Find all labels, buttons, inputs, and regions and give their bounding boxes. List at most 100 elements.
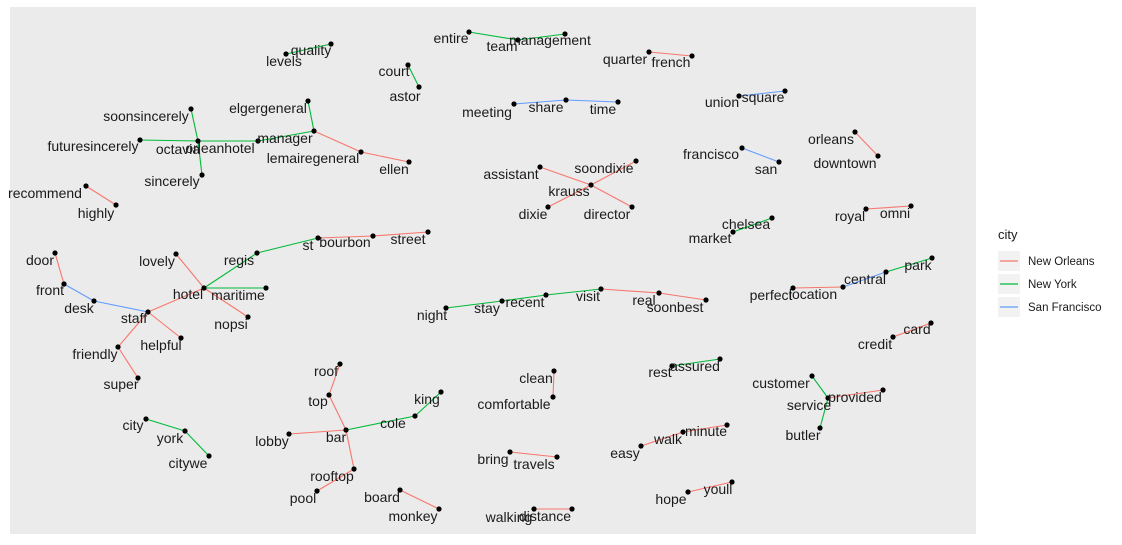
node-point-highly xyxy=(113,202,119,208)
edge-recent-visit xyxy=(545,288,602,296)
node-point-ellen xyxy=(406,159,412,165)
node-label-downtown: downtown xyxy=(813,155,876,171)
node-point-rooftop xyxy=(351,466,357,472)
edge-futuresincerely-octavia xyxy=(139,139,199,142)
node-label-rooftop: rooftop xyxy=(310,468,354,484)
node-label-omni: omni xyxy=(880,205,910,221)
node-label-top: top xyxy=(308,393,328,409)
node-point-maritime xyxy=(263,285,269,291)
node-label-board: board xyxy=(364,489,400,505)
node-point-rest xyxy=(669,363,675,369)
edge-visit-real xyxy=(600,288,660,294)
edge-clean-comfortable xyxy=(552,370,555,398)
legend-label: San Francisco xyxy=(1028,302,1102,314)
node-label-futuresincerely: futuresincerely xyxy=(47,138,138,154)
node-label-distance: distance xyxy=(519,508,571,524)
edge-perfect-location xyxy=(792,286,844,289)
edge-assistant-krauss xyxy=(539,166,592,186)
node-point-union xyxy=(736,93,742,99)
node-point-bar xyxy=(343,427,349,433)
node-point-soonbest xyxy=(703,297,709,303)
edge-elgergeneral-manager xyxy=(307,100,315,132)
node-point-astor xyxy=(416,84,422,90)
node-point-board xyxy=(397,487,403,493)
node-label-quarter: quarter xyxy=(603,51,648,67)
edge-quarter-french xyxy=(648,51,693,57)
node-label-st: st xyxy=(303,237,314,253)
edge-regis-st xyxy=(256,237,319,254)
node-label-sincerely: sincerely xyxy=(144,173,199,189)
node-label-team: team xyxy=(486,38,517,54)
node-label-levels: levels xyxy=(266,53,302,69)
node-label-staff: staff xyxy=(121,310,147,326)
node-label-regis: regis xyxy=(224,252,254,268)
node-label-pool: pool xyxy=(290,490,316,506)
node-point-front xyxy=(61,281,67,287)
legend-label: New Orleans xyxy=(1028,256,1095,268)
node-point-management xyxy=(562,31,568,37)
node-label-super: super xyxy=(103,376,138,392)
edge-hope-youll xyxy=(687,481,733,493)
node-label-citywe: citywe xyxy=(169,455,208,471)
node-label-entire: entire xyxy=(433,30,468,46)
edge-easy-walk xyxy=(640,431,684,447)
edge-manager-lemairegeneral xyxy=(313,130,362,153)
node-point-soonsincerely xyxy=(188,106,194,112)
node-label-manager: manager xyxy=(257,130,313,146)
node-point-visit xyxy=(598,286,604,292)
node-point-desk xyxy=(91,298,97,304)
edge-central-park xyxy=(885,257,933,273)
node-point-service xyxy=(825,395,831,401)
edge-front-desk xyxy=(63,283,95,302)
node-label-card: card xyxy=(903,321,930,337)
edge-orleanhotel-manager xyxy=(257,130,315,142)
edge-city-york xyxy=(145,418,186,432)
node-point-credit xyxy=(890,334,896,340)
node-label-credit: credit xyxy=(858,336,892,352)
node-point-orleanhotel xyxy=(255,138,261,144)
edge-st-bourbon xyxy=(317,235,374,239)
node-point-court xyxy=(405,62,411,68)
node-point-roof xyxy=(337,361,343,367)
node-label-royal: royal xyxy=(835,208,865,224)
node-point-stay xyxy=(499,298,505,304)
node-point-york xyxy=(182,428,188,434)
node-label-chelsea: chelsea xyxy=(722,216,770,232)
node-label-front: front xyxy=(36,282,64,298)
node-point-perfect xyxy=(790,285,796,291)
nodes-layer xyxy=(52,29,935,512)
node-point-walking xyxy=(531,506,537,512)
edge-francisco-san xyxy=(741,147,780,163)
node-label-soonbest: soonbest xyxy=(647,299,704,315)
edge-bring-travels xyxy=(509,451,558,458)
edge-meeting-share xyxy=(513,99,567,105)
node-label-orleans: orleans xyxy=(808,131,854,147)
node-label-king: king xyxy=(414,391,440,407)
node-label-monkey: monkey xyxy=(388,508,437,524)
legend-title: city xyxy=(998,227,1018,242)
edge-hotel-staff xyxy=(147,287,205,313)
edge-orleans-downtown xyxy=(854,131,879,157)
node-label-court: court xyxy=(378,63,409,79)
edge-lovely-hotel xyxy=(175,253,205,289)
node-point-youll xyxy=(729,479,735,485)
node-label-central: central xyxy=(844,271,886,287)
node-point-lemairegeneral xyxy=(358,149,364,155)
node-label-door: door xyxy=(26,252,54,268)
node-label-butler: butler xyxy=(785,427,820,443)
node-point-park xyxy=(929,255,935,261)
edge-cole-king xyxy=(414,391,442,417)
edge-levels-quality xyxy=(285,43,332,55)
node-point-nopsi xyxy=(245,314,251,320)
edge-hotel-regis xyxy=(203,252,258,289)
node-label-maritime: maritime xyxy=(211,287,265,303)
node-label-night: night xyxy=(417,307,447,323)
node-point-cole xyxy=(412,413,418,419)
plot-panel xyxy=(10,7,976,534)
edge-team-management xyxy=(517,33,566,41)
edge-real-soonbest xyxy=(658,292,707,301)
node-label-recommend: recommend xyxy=(8,185,82,201)
node-label-easy: easy xyxy=(610,445,640,461)
